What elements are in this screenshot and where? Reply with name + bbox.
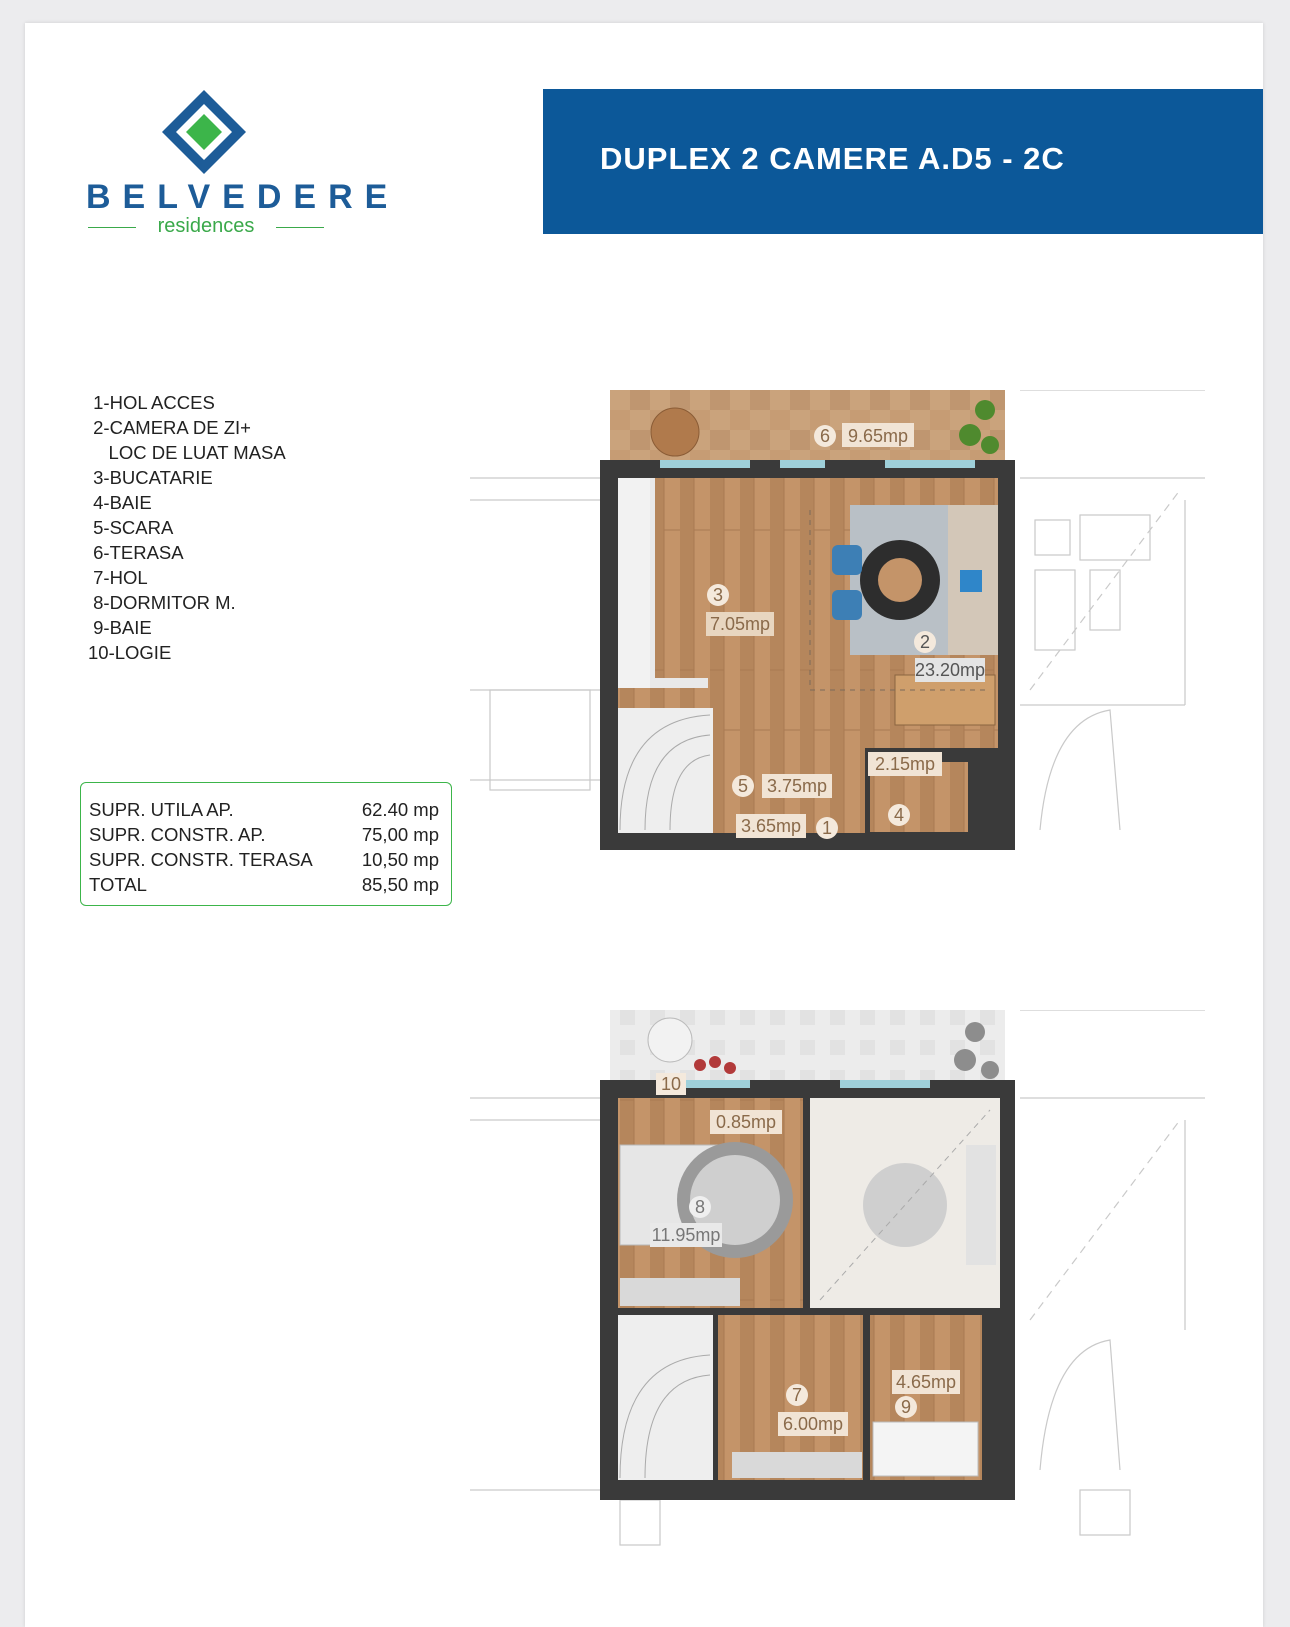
ground-floor-plan: 6 9.65mp 3 7.05mp 2 23.20mp 2.15mp 5 3.7…	[470, 390, 1205, 850]
page-title: DUPLEX 2 CAMERE A.D5 - 2C	[600, 141, 1065, 176]
upper-room-9-label: 4.65mp 9	[892, 1370, 960, 1418]
legend-item: 5-SCARA	[88, 517, 174, 538]
area-row: SUPR. CONSTR. AP. 75,00 mp	[89, 822, 439, 847]
svg-text:5: 5	[738, 776, 748, 796]
room-legend: 1-HOL ACCES 2-CAMERA DE ZI+ LOC DE LUAT …	[88, 390, 286, 665]
ground-room-6-label: 6 9.65mp	[814, 423, 914, 447]
brand-subtitle: residences	[157, 215, 255, 237]
svg-text:8: 8	[695, 1197, 705, 1217]
legend-item: 7-HOL	[88, 567, 148, 588]
area-label: TOTAL	[89, 874, 147, 895]
area-value: 75,00 mp	[361, 824, 439, 845]
legend-item: 2-CAMERA DE ZI+	[88, 417, 251, 438]
area-label: SUPR. CONSTR. AP.	[89, 824, 266, 845]
area-row: TOTAL 85,50 mp	[89, 872, 439, 897]
svg-text:2.15mp: 2.15mp	[875, 754, 935, 774]
legend-item: 6-TERASA	[88, 542, 184, 563]
legend-item: 8-DORMITOR M.	[88, 592, 236, 613]
upper-room-8-label: 8 11.95mp	[650, 1196, 722, 1247]
legend-item: 10-LOGIE	[88, 642, 172, 663]
legend-item: 3-BUCATARIE	[88, 467, 213, 488]
svg-text:11.95mp: 11.95mp	[652, 1225, 721, 1245]
upper-area-0-85-label: 0.85mp	[710, 1110, 782, 1134]
ground-room-4-label: 4	[888, 804, 910, 826]
ground-room-5-label: 5 3.75mp	[732, 774, 832, 798]
area-value: 10,50 mp	[361, 849, 439, 870]
svg-text:7: 7	[792, 1385, 802, 1405]
brand-name: BELVEDERE	[86, 178, 400, 216]
ground-room-2-label: 2 23.20mp	[914, 631, 985, 682]
upper-room-7-label: 7 6.00mp	[778, 1384, 848, 1436]
svg-text:9.65mp: 9.65mp	[848, 426, 908, 446]
svg-text:7.05mp: 7.05mp	[710, 614, 770, 634]
upper-floor-plan: 10 0.85mp 8 11.95mp 7 6.00mp 4.65mp 9	[470, 1010, 1205, 1546]
svg-text:23.20mp: 23.20mp	[915, 660, 985, 680]
belvedere-logo-icon	[162, 90, 246, 174]
svg-text:3.75mp: 3.75mp	[767, 776, 827, 796]
area-value: 85,50 mp	[361, 874, 439, 895]
upper-room-10-label: 10	[656, 1073, 686, 1095]
svg-text:6.00mp: 6.00mp	[783, 1414, 843, 1434]
ground-room-1-label: 3.65mp 1	[736, 814, 838, 839]
area-label: SUPR. UTILA AP.	[89, 799, 234, 820]
area-row: SUPR. UTILA AP. 62.40 mp	[89, 797, 439, 822]
svg-text:9: 9	[901, 1397, 911, 1417]
svg-text:4.65mp: 4.65mp	[896, 1372, 956, 1392]
svg-text:10: 10	[661, 1074, 681, 1094]
svg-text:3: 3	[713, 585, 723, 605]
ground-area-2-15-label: 2.15mp	[868, 752, 942, 776]
area-label: SUPR. CONSTR. TERASA	[89, 849, 313, 870]
area-value: 62.40 mp	[361, 799, 439, 820]
title-banner: DUPLEX 2 CAMERE A.D5 - 2C	[543, 89, 1263, 234]
legend-item: 4-BAIE	[88, 492, 152, 513]
svg-text:6: 6	[820, 426, 830, 446]
svg-text:1: 1	[822, 818, 832, 838]
legend-item: 1-HOL ACCES	[88, 392, 215, 413]
legend-item: LOC DE LUAT MASA	[88, 442, 286, 463]
legend-item: 9-BAIE	[88, 617, 152, 638]
svg-text:0.85mp: 0.85mp	[716, 1112, 776, 1132]
area-row: SUPR. CONSTR. TERASA 10,50 mp	[89, 847, 439, 872]
brand-subtitle-row: residences	[88, 215, 324, 237]
area-summary-box: SUPR. UTILA AP. 62.40 mp SUPR. CONSTR. A…	[80, 782, 452, 906]
svg-text:2: 2	[920, 632, 930, 652]
svg-text:3.65mp: 3.65mp	[741, 816, 801, 836]
svg-text:4: 4	[894, 805, 904, 825]
ground-room-3-label: 3 7.05mp	[706, 584, 774, 636]
